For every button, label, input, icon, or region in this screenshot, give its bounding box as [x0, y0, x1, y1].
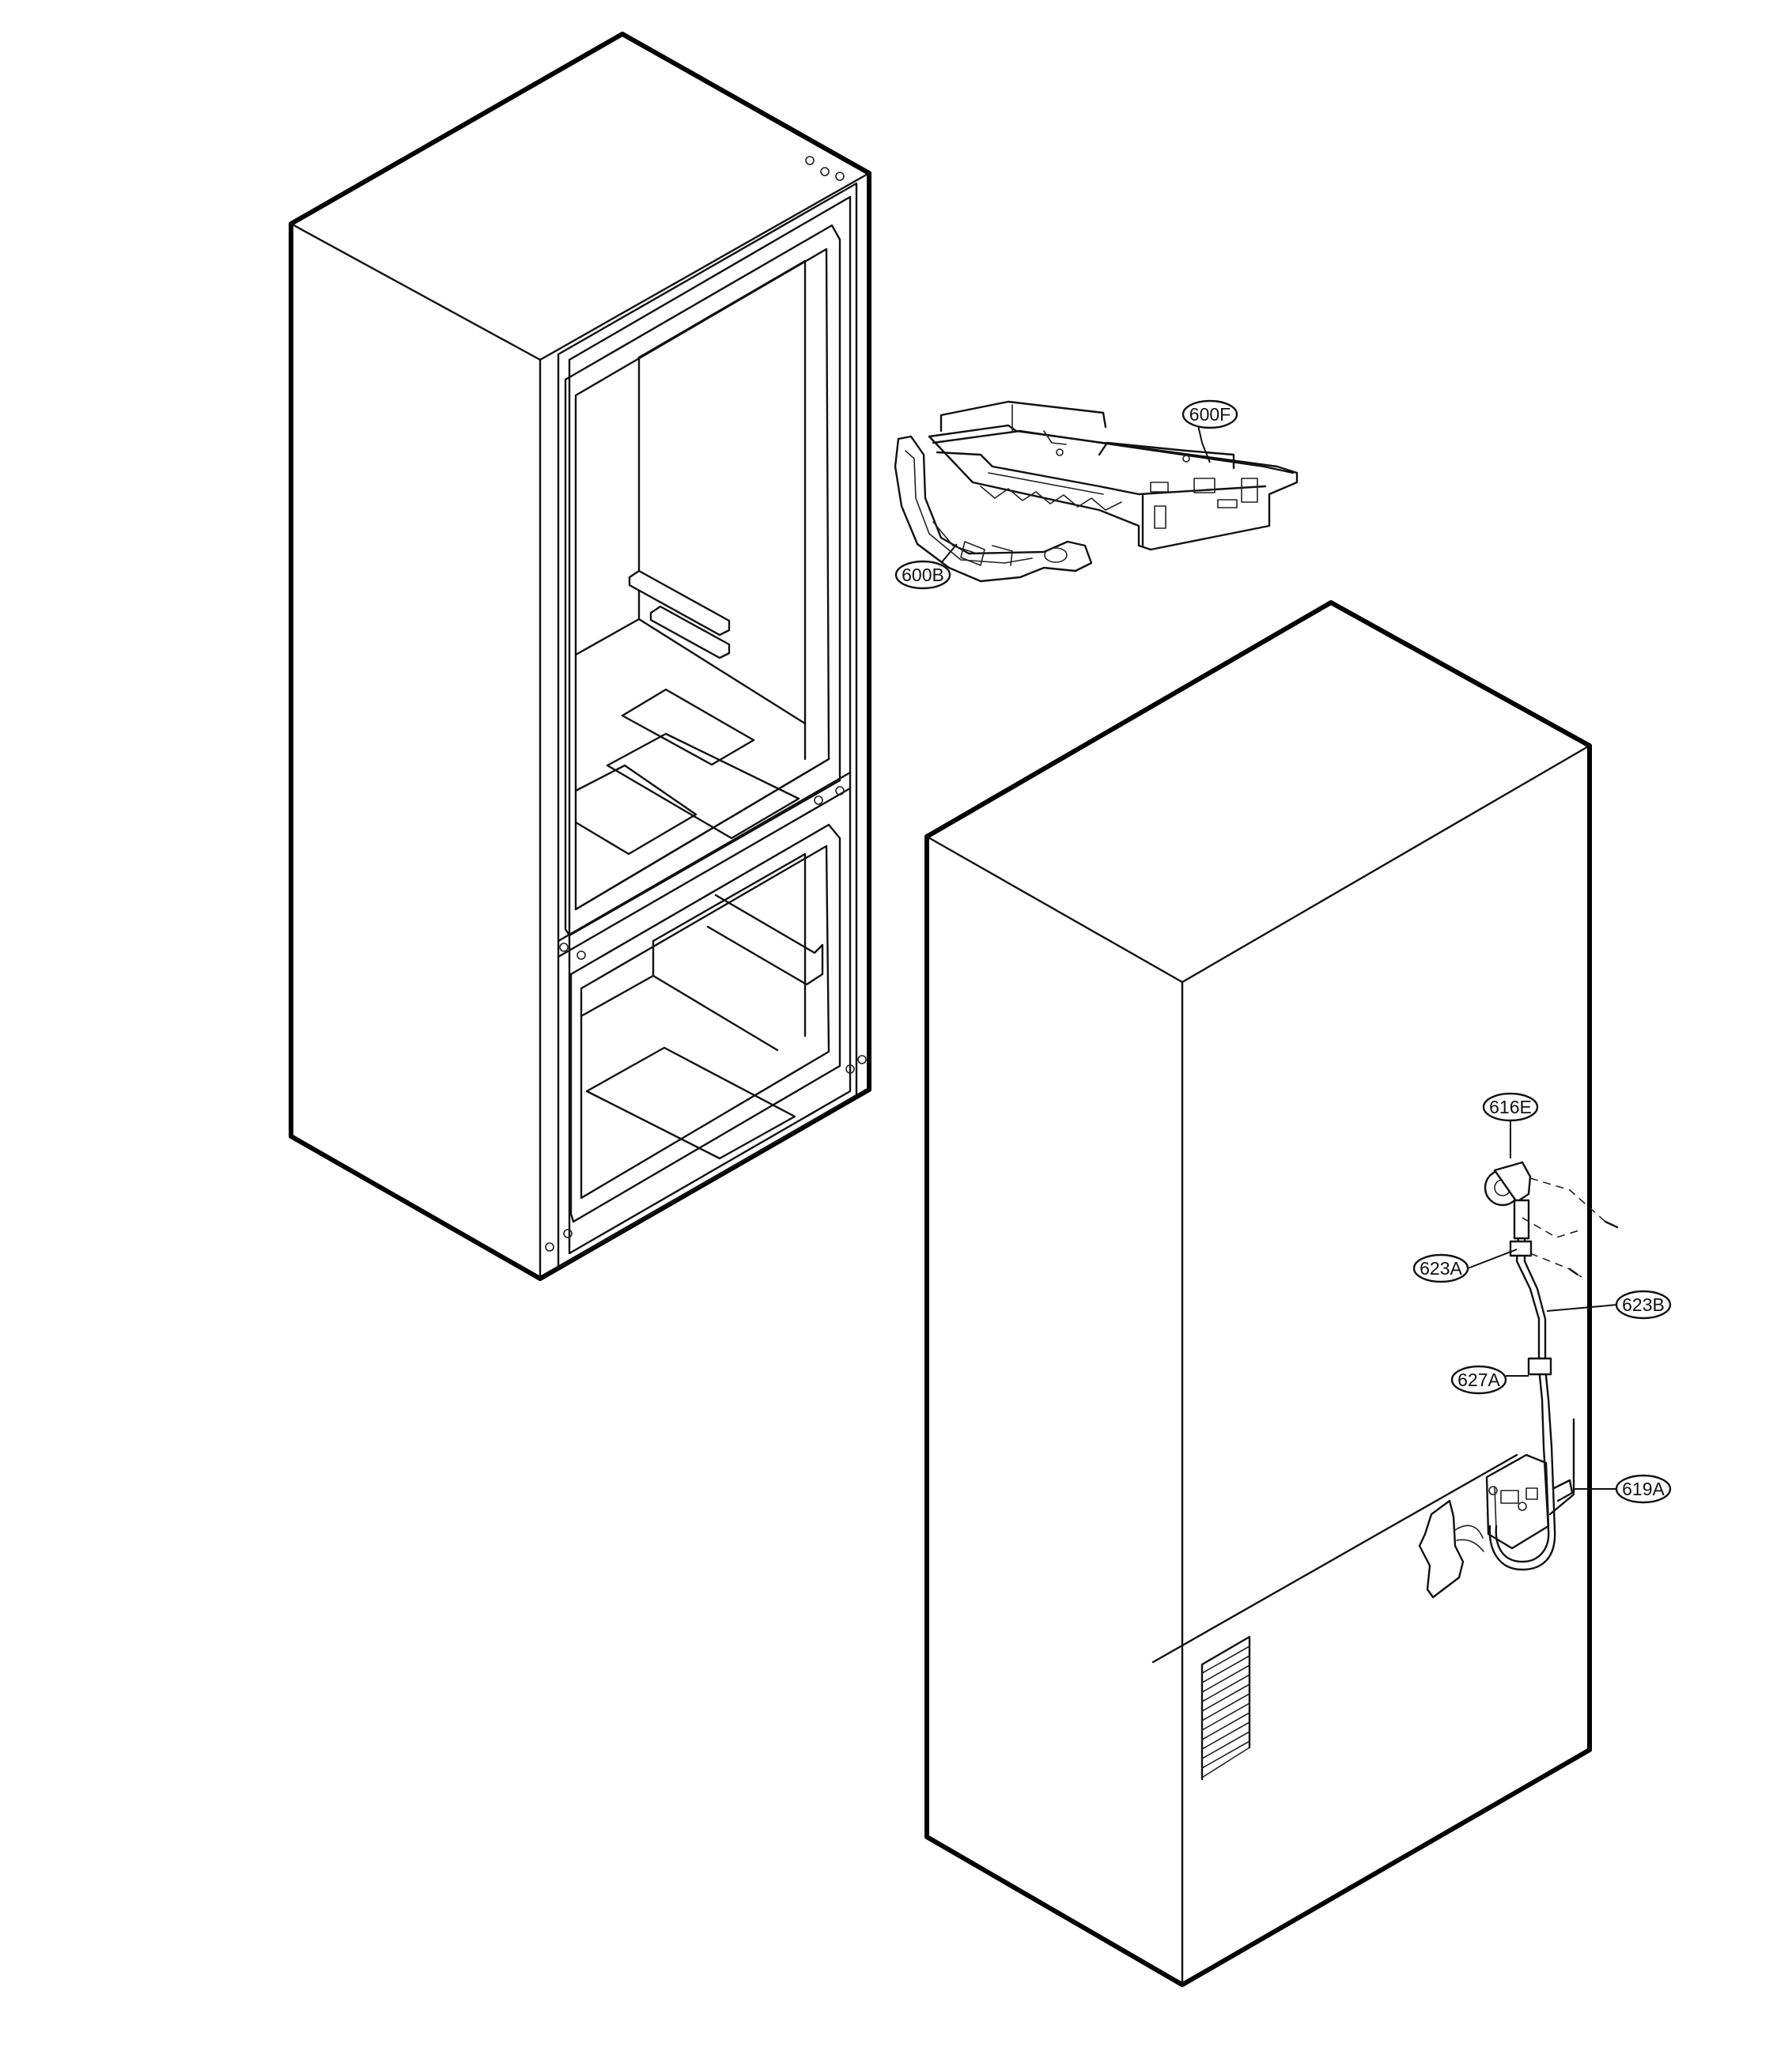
callout-619A: 619A — [1615, 1474, 1672, 1504]
callout-623B: 623B — [1615, 1290, 1672, 1320]
svg-text:619A: 619A — [1622, 1479, 1665, 1499]
svg-text:600F: 600F — [1189, 404, 1231, 425]
vent-grille — [1200, 1635, 1251, 1781]
callout-616E: 616E — [1482, 1092, 1539, 1122]
ice-maker-assembly — [894, 400, 1299, 583]
svg-text:623B: 623B — [1622, 1294, 1665, 1315]
refrigerator-cabinet-front — [289, 32, 871, 1281]
callout-600F: 600F — [1181, 399, 1238, 429]
callout-627A: 627A — [1450, 1365, 1507, 1395]
svg-text:600B: 600B — [902, 565, 944, 585]
svg-text:623A: 623A — [1420, 1258, 1462, 1279]
callout-623A: 623A — [1412, 1253, 1469, 1283]
refrigerator-cabinet-back — [924, 600, 1619, 1987]
svg-text:616E: 616E — [1489, 1097, 1532, 1117]
callout-600B: 600B — [894, 560, 951, 590]
svg-text:627A: 627A — [1457, 1370, 1500, 1390]
